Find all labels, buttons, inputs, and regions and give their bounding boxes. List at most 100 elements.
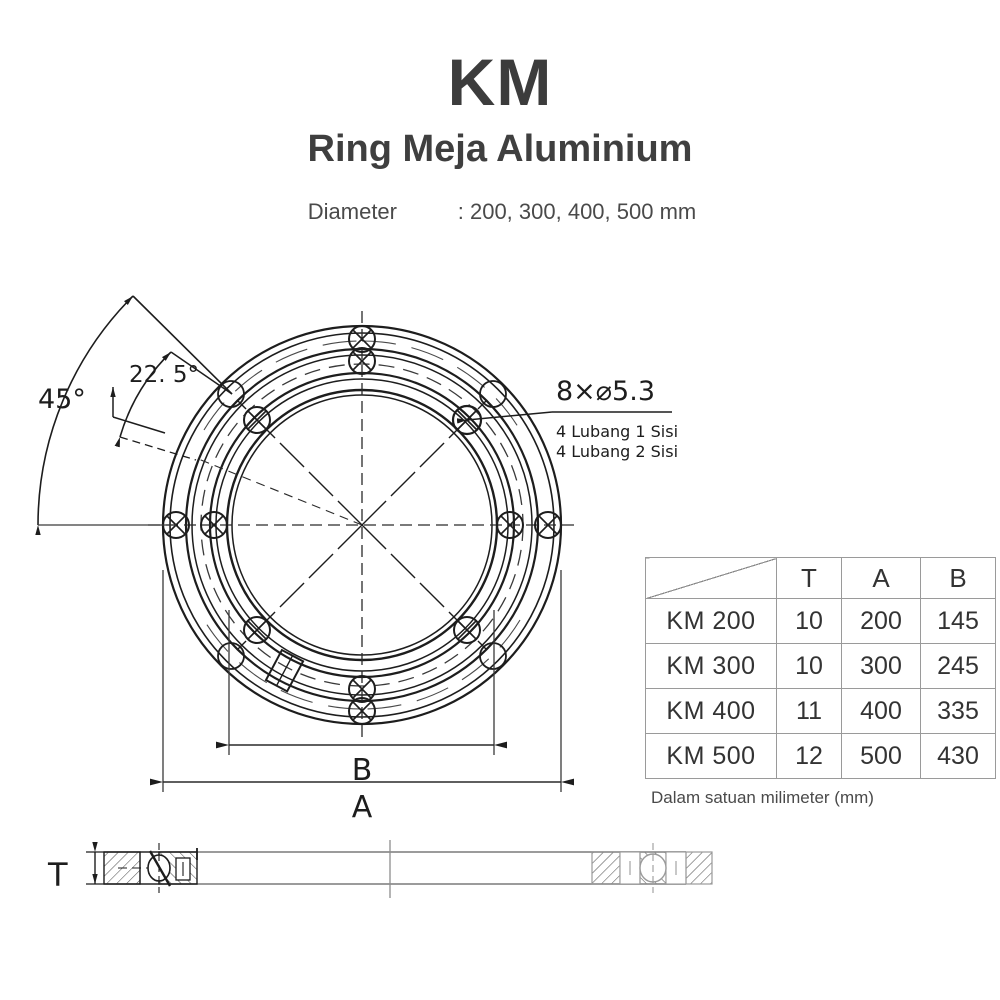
table-cell-t: 10 (776, 598, 842, 644)
table-cell-b: 335 (920, 688, 996, 734)
table-row: KM 500 12 500 430 (645, 733, 996, 779)
hole-note-1: 4 Lubang 1 Sisi (556, 422, 678, 441)
table-header-a: A (841, 557, 921, 599)
bearing-ball-left (147, 854, 171, 882)
hole-callout-leader (456, 411, 553, 424)
ring-detail-arc-4 (203, 619, 363, 710)
angle-label-225: 22. 5° (129, 362, 199, 388)
section-bolt-left (175, 857, 191, 881)
table-cell-b: 430 (920, 733, 996, 779)
ring-plan-view (148, 311, 576, 739)
angle-ray-45 (132, 295, 233, 395)
bolt-hole (217, 642, 245, 670)
ring-detail-arc-3 (361, 619, 521, 710)
angle-label-45: 45° (38, 384, 86, 415)
bolt-hole (217, 380, 245, 408)
angle-arc-225 (114, 351, 172, 448)
table-corner-cell (645, 557, 777, 599)
angle-ray-225-a (170, 351, 233, 395)
diameter-value: : 200, 300, 400, 500 mm (457, 198, 697, 224)
ring-bore-circle (225, 388, 499, 662)
bolt-hole (496, 511, 524, 539)
angle-arc-45 (35, 295, 134, 536)
table-unit-note: Dalam satuan milimeter (mm) (651, 788, 874, 807)
section-right-block-a (591, 851, 621, 885)
bolt-holes-inner (200, 347, 524, 703)
table-header-b: B (920, 557, 996, 599)
ring-outer-race-2 (191, 354, 533, 696)
table-row: KM 200 10 200 145 (645, 598, 996, 644)
page-subtitle: Ring Meja Aluminium (307, 128, 693, 171)
dim-label-b: B (352, 753, 373, 788)
ring-outer-circle-2 (169, 332, 555, 718)
bolt-hole (348, 675, 376, 703)
section-view: T (47, 840, 713, 898)
section-right-block-b (639, 851, 667, 885)
contact-angle-line (148, 850, 172, 887)
diameter-label: Diameter (307, 198, 397, 224)
section-right-gap-a (619, 851, 641, 885)
section-left-gap (139, 851, 160, 885)
bolt-hole (162, 511, 190, 539)
spec-table-container: T A B KM 200 10 200 145 KM 300 10 300 24… (645, 557, 996, 808)
table-cell-t: 12 (776, 733, 842, 779)
table-cell-b: 245 (920, 643, 996, 689)
radial-line-225 (236, 524, 363, 651)
table-row: KM 300 10 300 245 (645, 643, 996, 689)
section-right-block-c (685, 851, 713, 885)
angle-ray-225-b (119, 436, 197, 461)
table-cell-a: 300 (841, 643, 921, 689)
hole-note-2: 4 Lubang 2 Sisi (556, 442, 678, 461)
ring-outer-race (184, 347, 540, 703)
ring-bore-circle-2 (231, 394, 493, 656)
table-cell-t: 10 (776, 643, 842, 689)
table-header-t: T (776, 557, 842, 599)
hole-callout: 8×⌀5.3 4 Lubang 1 Sisi 4 Lubang 2 Sisi (456, 376, 678, 461)
table-row: KM 400 11 400 335 (645, 688, 996, 734)
page-header: KM Ring Meja Aluminium Diameter : 200, 3… (0, 45, 1000, 225)
bolt-hole (243, 616, 271, 644)
table-header-row: T A B (645, 557, 996, 599)
diameter-spec: Diameter : 200, 300, 400, 500 mm (0, 199, 1000, 225)
hole-callout-label: 8×⌀5.3 (556, 376, 655, 407)
bolt-hole (453, 616, 481, 644)
bolt-hole (479, 380, 507, 408)
page-title: KM (447, 45, 553, 119)
table-cell-model: KM 300 (645, 643, 777, 689)
bolt-hole (243, 406, 271, 434)
bolt-hole (479, 642, 507, 670)
ball-pitch-circle (200, 363, 524, 687)
bolt-hole (534, 511, 562, 539)
bolt-hole (451, 404, 483, 436)
table-cell-model: KM 400 (645, 688, 777, 734)
table-cell-model: KM 200 (645, 598, 777, 644)
bolt-hole (348, 347, 376, 375)
spec-table: T A B KM 200 10 200 145 KM 300 10 300 24… (645, 557, 996, 779)
radial-line-45 (361, 399, 488, 526)
ring-inner-race (208, 371, 516, 679)
radial-construction-lines (195, 399, 488, 651)
table-cell-a: 200 (841, 598, 921, 644)
section-right-detail (591, 843, 713, 893)
bolt-hole (200, 511, 228, 539)
filler-plug-notch (264, 648, 305, 693)
angle-225-leader-tail (112, 416, 166, 434)
section-left-block-a (103, 851, 141, 885)
bearing-ball-right (639, 853, 667, 883)
table-cell-b: 145 (920, 598, 996, 644)
section-left-detail (103, 843, 198, 893)
radial-line-315 (361, 524, 488, 651)
section-right-gap-b (665, 851, 687, 885)
table-cell-a: 500 (841, 733, 921, 779)
table-cell-t: 11 (776, 688, 842, 734)
section-left-block-b (158, 851, 198, 885)
table-cell-a: 400 (841, 688, 921, 734)
angle-annotations: 45° 22. 5° (35, 295, 233, 536)
ring-detail-arc-2 (203, 340, 363, 431)
ring-detail-arc-1 (361, 340, 521, 431)
ring-inner-race-2 (215, 378, 509, 672)
thickness-label-t: T (47, 856, 68, 894)
bolt-holes-outer (162, 325, 562, 725)
radial-line-135 (236, 399, 363, 526)
